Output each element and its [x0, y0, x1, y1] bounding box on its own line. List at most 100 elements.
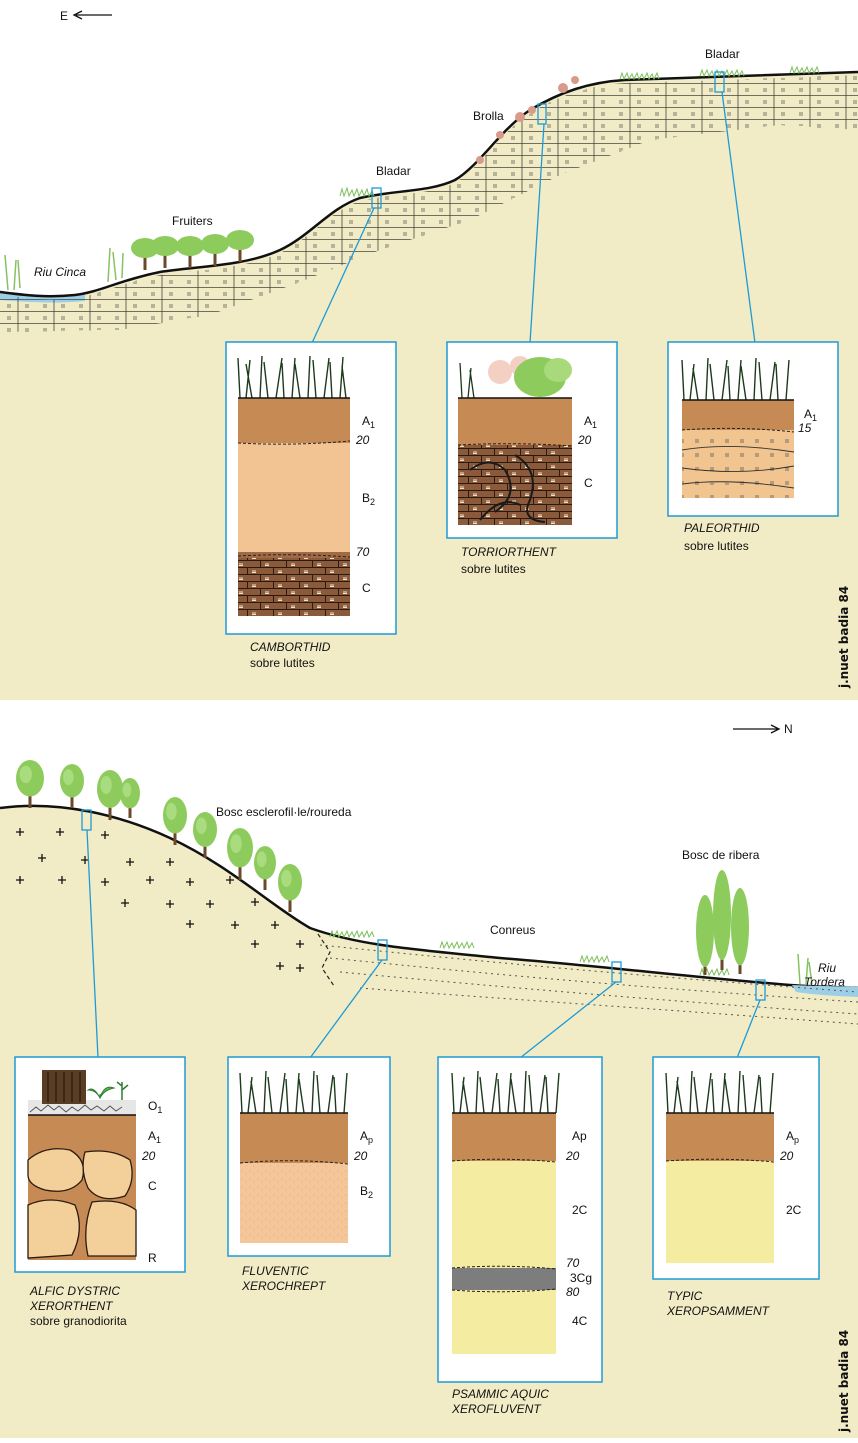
soil-name-line1: TYPIC — [667, 1289, 703, 1303]
soil-name-line2: XEROCHREPT — [241, 1279, 327, 1293]
shrub-icon — [459, 356, 572, 399]
svg-text:O1: O1 — [148, 1099, 162, 1115]
svg-text:Ap: Ap — [360, 1129, 373, 1145]
poplar-tree-icon — [696, 895, 714, 975]
horizon-2c: 2C — [786, 1203, 802, 1217]
tree-icon — [278, 864, 302, 912]
label-bladar-2: Bladar — [705, 47, 740, 61]
reeds-icon — [797, 953, 813, 985]
fruit-trees-icon — [131, 230, 254, 270]
depth-20: 20 — [577, 433, 592, 447]
horizon-ap-sub: p — [368, 1135, 373, 1145]
horizon-a1-sub: 1 — [812, 413, 817, 423]
soil-name-camborthid: CAMBORTHID — [250, 640, 331, 654]
substrate-camborthid: sobre lutites — [250, 656, 315, 670]
profile-camborthid: A1 20 B2 70 C — [225, 341, 397, 635]
top-connectors — [311, 71, 756, 344]
tree-icon — [97, 770, 123, 820]
top-surface-line — [0, 70, 858, 298]
horizon-b2-sub: 2 — [370, 497, 375, 507]
horizon-3cg: 3Cg — [570, 1271, 592, 1285]
reeds-icon — [4, 247, 124, 291]
fruit-tree-icon — [151, 236, 179, 268]
contact-line — [317, 933, 335, 987]
label-tordera: Tordera — [804, 975, 845, 989]
tree-icon — [193, 812, 217, 858]
substrate-torriorthent: sobre lutites — [461, 562, 526, 576]
svg-text:A1: A1 — [362, 414, 375, 430]
alluvial-layers — [319, 944, 858, 1025]
label-fruiters: Fruiters — [172, 214, 213, 228]
tree-icon — [163, 797, 187, 845]
profile-fluventic-xerochrept: Ap 20 B2 — [227, 1056, 391, 1257]
horizon-a1-sub: 1 — [156, 1135, 161, 1145]
tree-icon — [120, 778, 140, 818]
label-riparian: Bosc de ribera — [682, 848, 760, 862]
compass-east: E — [60, 9, 112, 23]
top-ground — [0, 72, 858, 700]
riparian-trees-icon — [696, 870, 749, 975]
riu-tordera-water — [792, 985, 858, 997]
grass-icon — [681, 357, 790, 401]
horizon-a1-sub: 1 — [370, 420, 375, 430]
soil-name-line1: FLUVENTIC — [242, 1264, 309, 1278]
horizon-a1: A — [362, 414, 370, 428]
depth-20: 20 — [141, 1149, 156, 1163]
horizon-2c: 2C — [572, 1203, 588, 1217]
horizon-b2: B — [362, 491, 370, 505]
label-riu-cinca: Riu Cinca — [34, 265, 86, 279]
label-brolla: Brolla — [473, 109, 504, 123]
profile-torriorthent: A1 20 C — [446, 341, 618, 539]
depth-20: 20 — [565, 1149, 580, 1163]
litter-and-stump-icon — [28, 1070, 136, 1115]
profile-paleorthid: A1 15 — [667, 341, 839, 517]
grass-icon — [451, 1070, 560, 1114]
depth-15: 15 — [798, 421, 812, 435]
horizon-o1: O — [148, 1099, 157, 1113]
svg-text:B2: B2 — [360, 1184, 373, 1200]
horizon-c: C — [584, 476, 593, 490]
horizon-a1: A — [148, 1129, 156, 1143]
signature-bottom: j.nuet badia 84 — [837, 1330, 851, 1433]
tree-icon — [16, 760, 44, 808]
soil-name-torriorthent: TORRIORTHENT — [461, 545, 558, 559]
profile-alfic-dystric-xerorthent: O1 A1 20 C R — [14, 1056, 186, 1273]
grass-icon — [665, 1070, 774, 1114]
depth-70: 70 — [356, 545, 370, 559]
label-riu: Riu — [818, 961, 836, 975]
svg-text:B2: B2 — [362, 491, 375, 507]
horizon-c: C — [148, 1179, 157, 1193]
soil-name-line1: PSAMMIC AQUIC — [452, 1387, 549, 1401]
top-panel: E Riu Cinca Fruiters Bladar Brolla Blada… — [0, 0, 858, 700]
poplar-tree-icon — [713, 870, 731, 970]
substrate-granodiorita: sobre granodiorita — [30, 1314, 127, 1328]
arrow-right-icon — [733, 724, 781, 734]
bottom-connectors — [81, 809, 766, 1059]
soil-name-line2: XEROFLUVENT — [451, 1402, 542, 1416]
tree-icon — [254, 846, 276, 890]
profile-psammic-aquic-xerofluvent: Ap 20 2C 70 3Cg 80 4C — [437, 1056, 603, 1383]
svg-text:A1: A1 — [148, 1129, 161, 1145]
horizon-r: R — [148, 1251, 157, 1265]
horizon-ap-sub: p — [794, 1135, 799, 1145]
svg-text:A1: A1 — [584, 414, 597, 430]
soil-name-line2: XERORTHENT — [29, 1299, 114, 1313]
bottom-surface-line — [0, 804, 858, 990]
depth-70: 70 — [566, 1256, 580, 1270]
tree-icon — [60, 764, 84, 808]
bottom-panel: N Bosc esclerofil·le/roureda Conreus Bos… — [0, 700, 858, 1438]
horizon-c: C — [362, 581, 371, 595]
compass-north: N — [733, 722, 793, 736]
horizon-o1-sub: 1 — [157, 1105, 162, 1115]
horizon-a1: A — [584, 414, 592, 428]
brolla-shrubs-icon — [476, 76, 579, 164]
horizon-a1: A — [804, 407, 812, 421]
signature-top: j.nuet badia 84 — [837, 586, 851, 689]
fruit-tree-icon — [201, 234, 229, 266]
substrate-paleorthid: sobre lutites — [684, 539, 749, 553]
arrow-left-icon — [72, 10, 112, 20]
horizon-b2-sub: 2 — [368, 1190, 373, 1200]
svg-text:Ap: Ap — [786, 1129, 799, 1145]
horizon-ap: A — [786, 1129, 794, 1143]
poplar-tree-icon — [731, 888, 749, 974]
